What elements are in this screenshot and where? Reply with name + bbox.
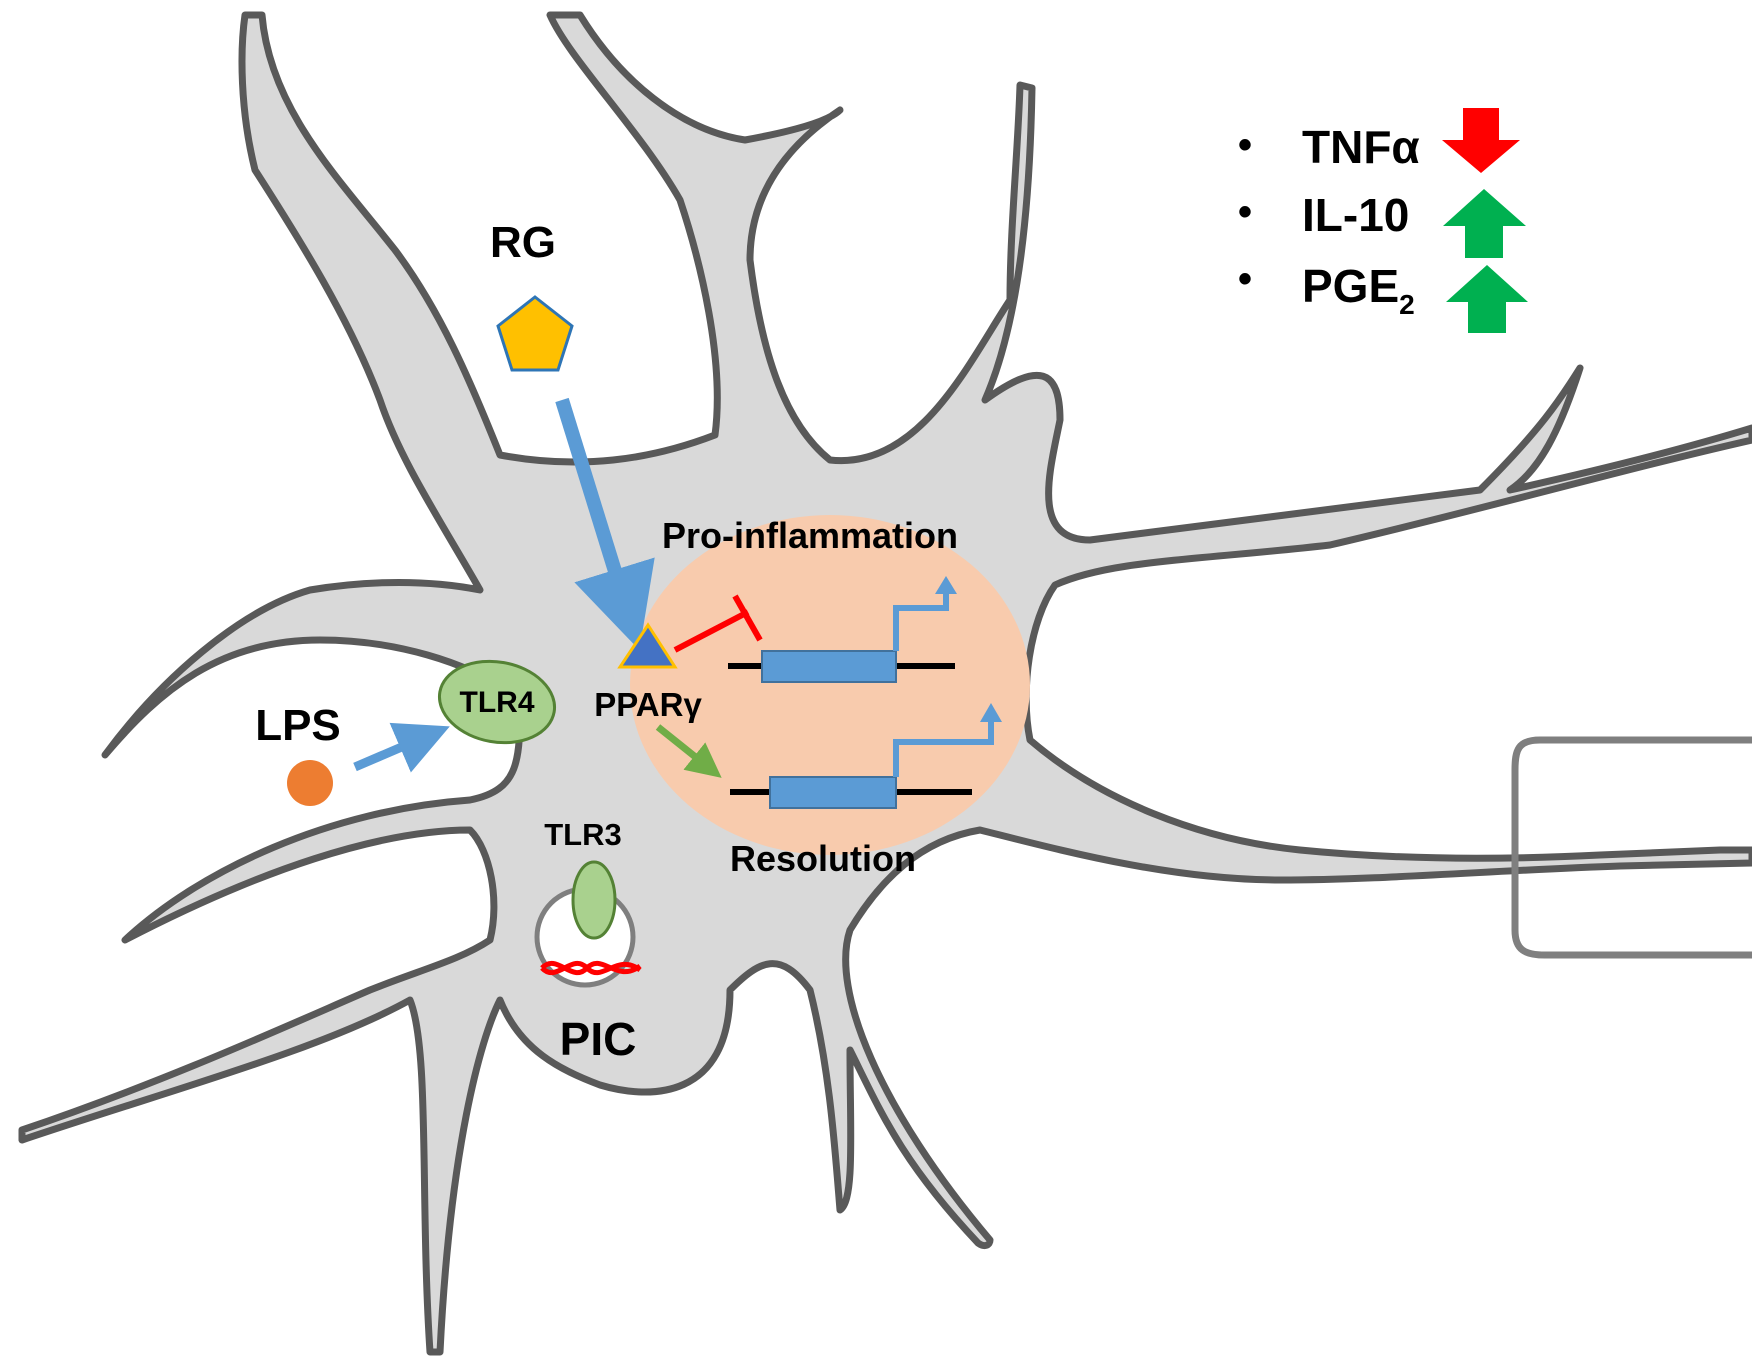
- up-arrow-icon: [1443, 189, 1526, 258]
- gene-box: [769, 776, 897, 809]
- ppar-triangle-icon: [617, 622, 678, 669]
- tlr4-receptor-icon: [437, 659, 557, 745]
- rg-to-ppar-arrow: [555, 397, 655, 651]
- legend-name: PGE: [1302, 260, 1399, 312]
- cytokine-legend: • TNFα • IL-10 • PGE2: [1238, 108, 1528, 333]
- down-arrow-icon: [1442, 108, 1520, 173]
- legend-item-pge2: • PGE2: [1238, 257, 1528, 333]
- up-arrow-icon: [1446, 265, 1528, 333]
- transcription-arrow: [893, 592, 949, 651]
- resolution-label: Resolution: [730, 838, 916, 879]
- legend-subscript: 2: [1399, 289, 1415, 320]
- legend-bullet: •: [1238, 190, 1252, 234]
- lps-label: LPS: [255, 701, 341, 750]
- cell-process-loop: [1511, 736, 1752, 959]
- tlr3-label: TLR3: [544, 817, 622, 852]
- nucleus: [630, 515, 1030, 855]
- legend-item-il10: • IL-10: [1238, 189, 1526, 258]
- tlr4-label: TLR4: [460, 686, 535, 719]
- legend-bullet: •: [1238, 257, 1252, 301]
- dsrna-icon: [540, 960, 642, 976]
- lps-to-tlr4-arrow: [353, 722, 450, 773]
- legend-label: IL-10: [1302, 189, 1409, 241]
- legend-bullet: •: [1238, 123, 1252, 167]
- legend-item-tnfa: • TNFα: [1238, 108, 1520, 173]
- legend-label: TNFα: [1302, 121, 1420, 173]
- ppar-label: PPARγ: [594, 686, 702, 723]
- rg-pentagon-icon: [496, 295, 574, 372]
- pic-label: PIC: [560, 1013, 637, 1065]
- pro-inflammation-label: Pro-inflammation: [662, 515, 958, 556]
- inhibition-arrow: [673, 594, 763, 653]
- activation-arrow: [655, 724, 722, 778]
- rg-label: RG: [490, 218, 556, 267]
- resolution-gene: [730, 703, 1002, 809]
- legend-label: PGE2: [1302, 260, 1415, 320]
- transcription-arrow: [893, 720, 994, 777]
- pro-inflammatory-gene: [728, 576, 957, 683]
- gene-box: [761, 650, 897, 683]
- lps-dot-icon: [287, 760, 333, 806]
- tlr3-receptor-icon: [571, 860, 617, 940]
